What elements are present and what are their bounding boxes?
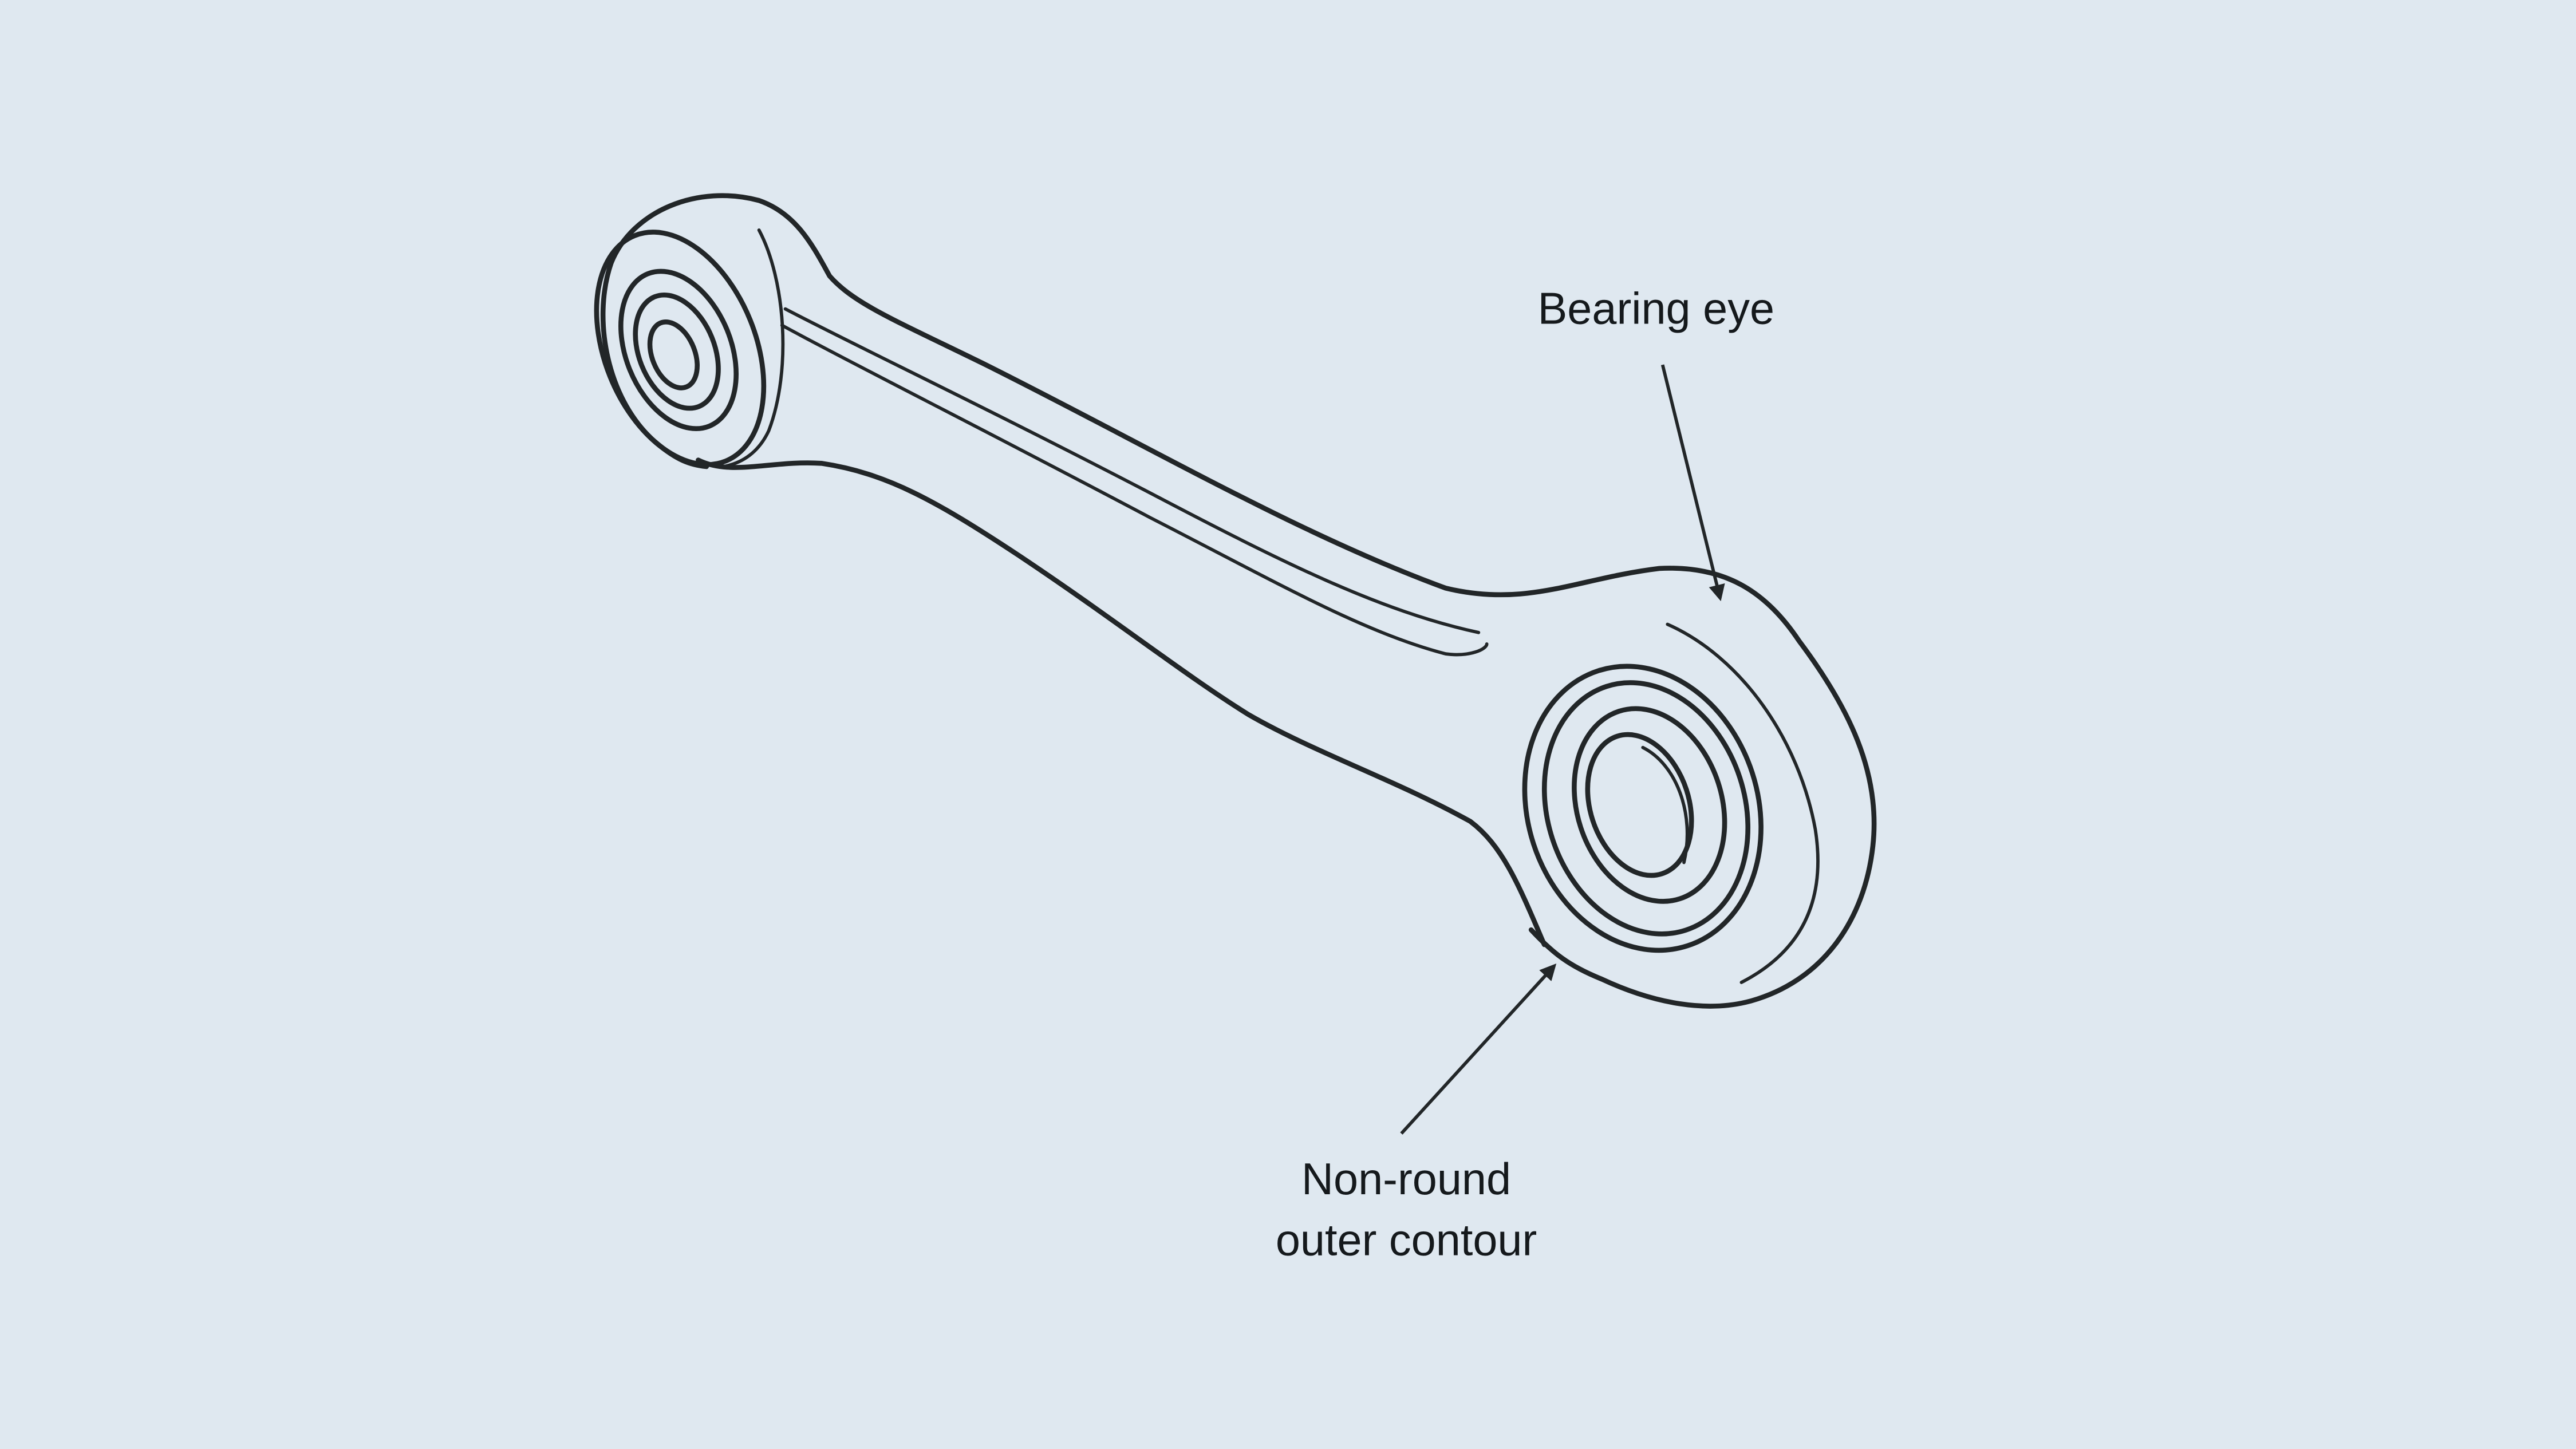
contour-label-line2: outer contour xyxy=(1276,1215,1537,1265)
arm-groove-upper xyxy=(783,307,1481,634)
right-eye-bore-inner-edge xyxy=(1641,745,1689,864)
arm-groove-lower xyxy=(780,323,1489,657)
contour-arrow xyxy=(1400,964,1557,1135)
right-eye-bore xyxy=(1585,732,1694,878)
rod-bottom-outline xyxy=(696,457,1547,947)
rod-top-outline xyxy=(609,193,1877,1009)
left-eye-rim xyxy=(721,228,785,468)
right-eye-ring-outer xyxy=(1541,680,1751,937)
left-eye-face xyxy=(594,230,767,467)
left-eye-bore xyxy=(647,319,700,390)
left-eye-ring-inner xyxy=(633,292,721,411)
left-eye-ring-outer xyxy=(618,269,739,432)
bearing-eye-arrow xyxy=(1660,364,1725,602)
contour-label-line1: Non-round xyxy=(1301,1155,1511,1204)
right-eye-rim xyxy=(1666,622,1820,984)
right-eye-ring-inner xyxy=(1572,706,1727,904)
connecting-rod xyxy=(594,193,1877,1009)
right-eye-face xyxy=(1522,664,1764,953)
bearing-eye-label: Bearing eye xyxy=(1538,284,1774,333)
